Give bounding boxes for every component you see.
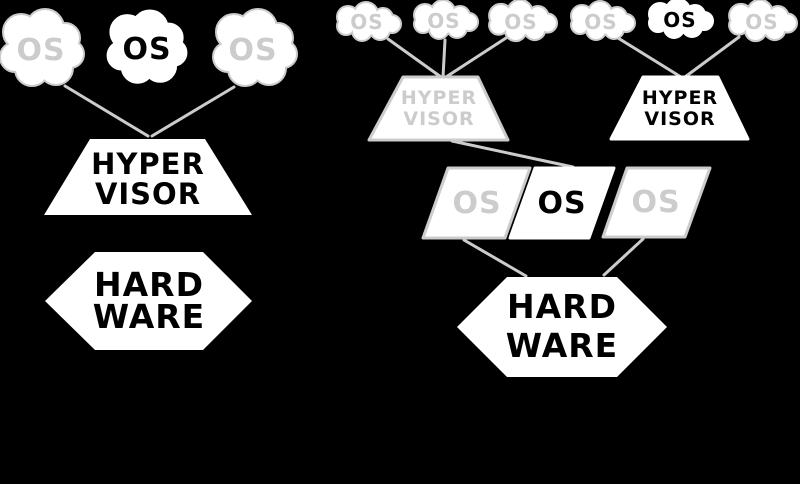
- host-os-parallelogram: OS: [421, 166, 532, 240]
- connector-line: [450, 139, 575, 169]
- guest-os-cloud: OS: [0, 8, 85, 87]
- hardware-label-line2: WARE: [506, 326, 618, 365]
- os-label: OS: [663, 8, 696, 32]
- guest-os-cloud: OS: [212, 8, 298, 87]
- os-label: OS: [537, 186, 586, 221]
- hardware-hexagon: HARD WARE: [457, 277, 667, 377]
- hypervisor-trapezoid: HYPER VISOR: [367, 75, 510, 142]
- hosted-hypervisor-group: OS OS OS HYPER VISOR: [336, 0, 556, 142]
- trapezoid-shape: [44, 139, 252, 215]
- os-label: OS: [745, 10, 778, 34]
- connector-line: [386, 37, 443, 79]
- connector-lines: [63, 35, 741, 278]
- os-label: OS: [584, 10, 617, 34]
- hardware-label-line1: HARD: [94, 265, 204, 304]
- parallelogram-shape: [421, 166, 532, 240]
- guest-os-cloud: OS: [336, 1, 402, 42]
- host-os-row: OS OS OS: [421, 166, 712, 240]
- hardware-label-line2: WARE: [93, 297, 205, 336]
- hardware-label-line1: HARD: [507, 287, 617, 326]
- host-os-parallelogram: OS: [601, 166, 712, 239]
- os-label: OS: [427, 9, 460, 33]
- guest-os-cloud: OS: [648, 0, 714, 39]
- hypervisor-label-line2: VISOR: [95, 177, 201, 211]
- hypervisor-label-line2: VISOR: [403, 108, 474, 130]
- trapezoid-shape: [367, 75, 510, 142]
- guest-os-cloud: OS: [570, 0, 636, 41]
- os-label: OS: [122, 32, 171, 67]
- os-label: OS: [504, 10, 537, 34]
- type1-stack: OS OS OS HYPER VISOR HARD WARE: [0, 8, 298, 350]
- os-label: OS: [452, 186, 501, 221]
- os-label: OS: [228, 33, 277, 68]
- trapezoid-shape: [609, 75, 750, 141]
- hypervisor-label-line2: VISOR: [644, 108, 715, 130]
- type2-stack: OS OS OS HYPER VISOR OS: [336, 0, 796, 377]
- connector-line: [616, 36, 683, 79]
- guest-os-cloud: OS: [106, 9, 188, 84]
- connector-line: [444, 36, 508, 79]
- hexagon-shape: [45, 252, 252, 350]
- connector-line: [441, 38, 447, 79]
- hypervisor-trapezoid: HYPER VISOR: [44, 139, 252, 215]
- hypervisor-label-line1: HYPER: [91, 147, 205, 181]
- os-label: OS: [16, 33, 65, 68]
- hardware-hexagon: HARD WARE: [45, 252, 252, 350]
- host-os-parallelogram: OS: [508, 166, 616, 240]
- os-label: OS: [350, 10, 383, 34]
- hexagon-shape: [457, 277, 667, 377]
- bare-metal-hypervisor-group: OS OS OS HYPER VISOR: [570, 0, 796, 141]
- guest-os-cloud: OS: [730, 1, 796, 40]
- connector-line: [150, 85, 236, 138]
- parallelogram-shape: [508, 166, 616, 240]
- hypervisor-trapezoid: HYPER VISOR: [609, 75, 750, 141]
- hypervisor-label-line1: HYPER: [642, 87, 718, 109]
- connector-line: [683, 35, 741, 79]
- os-label: OS: [631, 185, 680, 220]
- parallelogram-shape: [601, 166, 712, 239]
- guest-os-cloud: OS: [413, 0, 479, 40]
- connector-line: [63, 84, 150, 138]
- connector-line: [462, 238, 528, 278]
- hypervisor-label-line1: HYPER: [401, 87, 477, 109]
- guest-os-cloud: OS: [490, 1, 556, 40]
- connector-line: [602, 237, 645, 277]
